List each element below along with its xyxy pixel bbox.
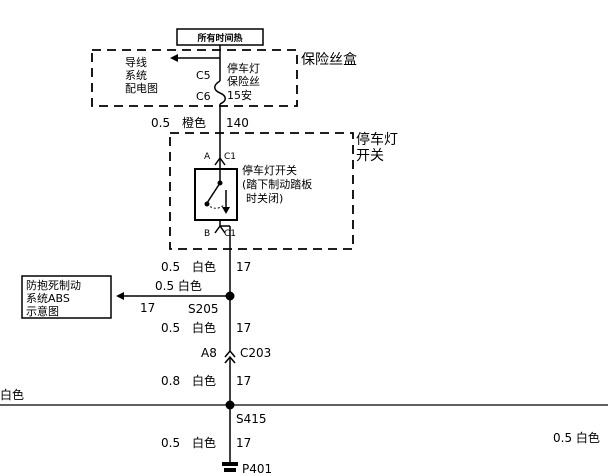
wire-17-a-color: 白色	[192, 259, 216, 274]
connector-c203: A8 C203	[201, 346, 271, 364]
abs-branch-arrow-icon	[116, 292, 124, 300]
abs-ref-line-1: 防抱死制动	[26, 278, 81, 292]
fuse-ref-arrow-icon	[170, 54, 178, 62]
c203-chevron-upper-icon	[224, 349, 236, 358]
wire-17-c-color: 白色	[192, 373, 216, 388]
switch-desc-line-3: 时关闭)	[246, 191, 283, 205]
switch-pin-a-connector: C1	[224, 152, 236, 162]
abs-ref-line-2: 系统ABS	[26, 292, 70, 305]
hot-at-all-times-label: 所有时间热	[197, 32, 242, 44]
ground-p401-label: P401	[242, 462, 272, 475]
stop-lamp-switch: 停车灯 开关 A C1 停车灯开关 (踏下制动踏板 时关闭) B C1	[169, 131, 398, 250]
c203-label: C203	[240, 346, 271, 360]
wire-17-b-color: 白色	[192, 320, 216, 335]
wire-140-circuit: 140	[226, 116, 249, 130]
splice-s205-label: S205	[188, 302, 219, 316]
abs-ref-line-3: 示意图	[26, 304, 59, 318]
fuse-box: 保险丝盒 导线 系统 配电图 C5 C6 停车灯 保险丝 15安	[91, 49, 357, 107]
wire-17-b-gauge: 0.5	[161, 321, 180, 335]
wire-140-gauge: 0.5	[151, 116, 170, 130]
wire-17-c-gauge: 0.8	[161, 374, 180, 388]
switch-title-line-1: 停车灯	[356, 131, 398, 148]
fuse-icon	[214, 80, 226, 105]
abs-reference-box: 防抱死制动 系统ABS 示意图	[21, 275, 112, 319]
wire-17-a-gauge: 0.5	[161, 260, 180, 274]
abs-wire-circuit: 17	[140, 301, 155, 315]
abs-wire-label: 0.5 白色	[155, 278, 202, 293]
ground-icon	[222, 462, 238, 466]
switch-pin-b: B	[204, 229, 210, 239]
fuse-box-ref-line-1: 导线	[125, 55, 147, 69]
wire-17-a-circuit: 17	[236, 260, 251, 274]
wire-140-color: 橙色	[182, 115, 206, 130]
switch-boundary	[169, 132, 354, 250]
fuse-name-line-1: 停车灯	[227, 61, 260, 75]
switch-title-line-2: 开关	[356, 148, 384, 164]
fuse-name-line-2: 保险丝	[227, 74, 260, 88]
splice-s415-label: S415	[236, 412, 267, 426]
switch-body	[194, 168, 238, 221]
hot-at-all-times-box: 所有时间热	[176, 28, 264, 46]
wire-17-c-circuit: 17	[236, 374, 251, 388]
ground-p401: P401	[222, 462, 272, 475]
wire-17-d-circuit: 17	[236, 436, 251, 450]
switch-desc-line-2: (踏下制动踏板	[242, 177, 312, 191]
switch-pin-a: A	[204, 152, 211, 162]
fuse-c5-label: C5	[196, 69, 211, 82]
right-wire-label: 0.5 白色	[553, 430, 600, 445]
switch-contact-icon	[206, 182, 221, 204]
c203-pin: A8	[201, 346, 217, 360]
fuse-box-ref-line-3: 配电图	[125, 82, 158, 95]
fuse-box-title: 保险丝盒	[301, 51, 357, 68]
switch-actuator-arrow-icon	[222, 207, 230, 214]
fuse-box-ref-line-2: 系统	[125, 69, 147, 82]
fuse-rating: 15安	[227, 88, 252, 102]
wire-17-b-circuit: 17	[236, 321, 251, 335]
fuse-c6-label: C6	[196, 90, 211, 103]
fuse-box-boundary	[91, 49, 298, 107]
left-edge-wire-label: 白色	[0, 387, 24, 402]
switch-desc-line-1: 停车灯开关	[242, 163, 297, 177]
wire-17-d-color: 白色	[192, 435, 216, 450]
wire-17-d-gauge: 0.5	[161, 436, 180, 450]
